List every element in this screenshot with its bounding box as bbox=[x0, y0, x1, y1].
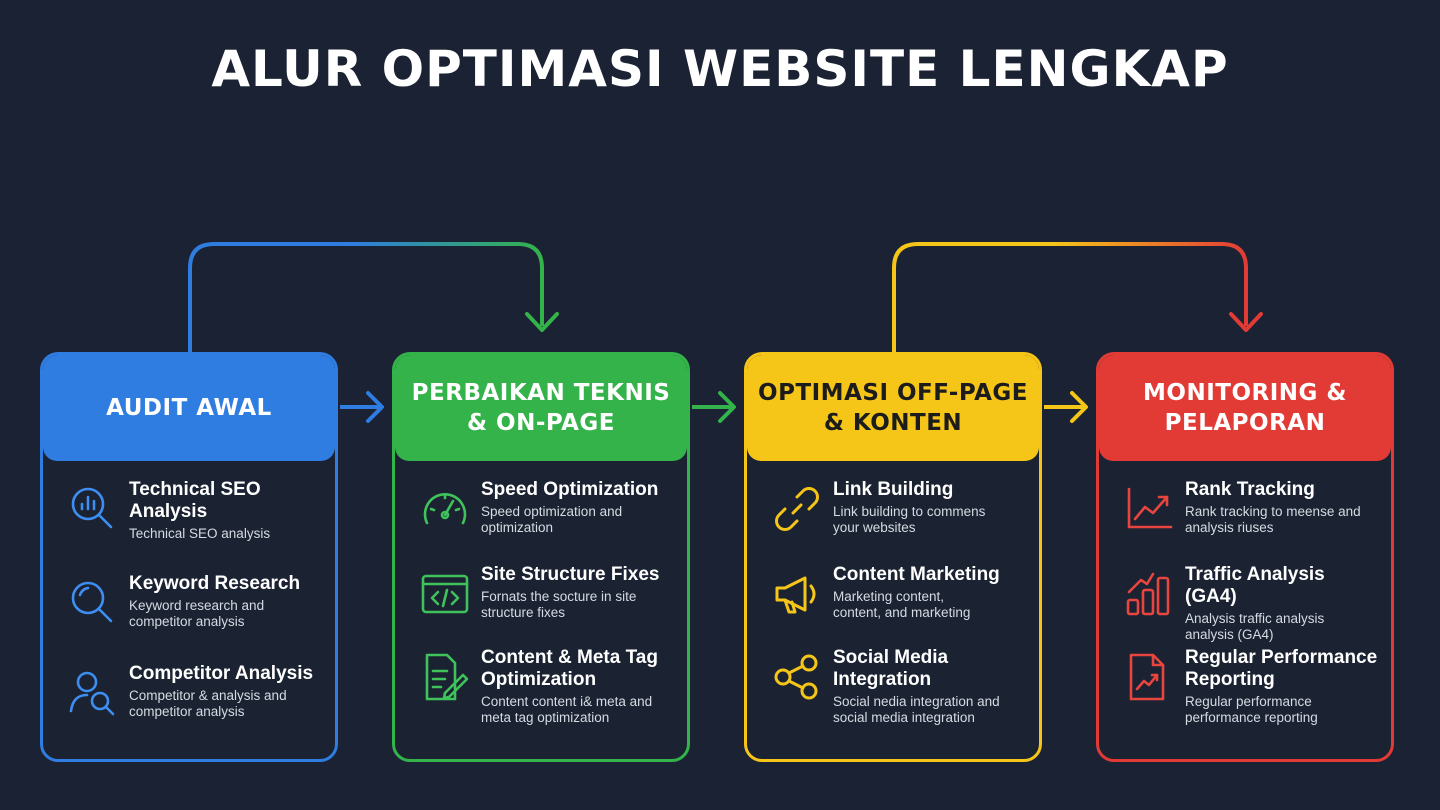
analysis-magnifier-icon bbox=[67, 483, 119, 535]
item-title: Content Marketing bbox=[833, 564, 1000, 585]
item-description: Analysis traffic analysis analysis (GA4) bbox=[1185, 611, 1325, 642]
item-description: Technical SEO analysis bbox=[129, 526, 271, 541]
list-item: Social Media Integration Social nedia in… bbox=[747, 647, 1039, 737]
item-title: Link Building bbox=[833, 479, 954, 500]
stage-heading: MONITORING & PELAPORAN bbox=[1099, 355, 1391, 461]
item-title: Rank Tracking bbox=[1185, 479, 1315, 500]
list-item: Regular Performance Reporting Regular pe… bbox=[1099, 647, 1391, 737]
loop-arrow-offpage-to-monitoring bbox=[892, 242, 1263, 352]
list-item: Traffic Analysis (GA4) Analysis traffic … bbox=[1099, 564, 1391, 654]
list-item: Competitor Analysis Competitor & analysi… bbox=[43, 663, 335, 753]
item-description: Content content i& meta and meta tag opt… bbox=[481, 694, 653, 725]
item-title: Traffic Analysis (GA4) bbox=[1185, 564, 1325, 607]
stage-card-monitoring: MONITORING & PELAPORAN Rank Tracking Ran… bbox=[1096, 352, 1394, 762]
stage-card-perbaikan-teknis: PERBAIKAN TEKNIS & ON-PAGE Speed Optimiz… bbox=[392, 352, 690, 762]
item-title: Content & Meta Tag Optimization bbox=[481, 647, 658, 690]
search-icon bbox=[67, 577, 119, 629]
share-icon bbox=[771, 651, 823, 703]
list-item: Content Marketing Marketing content, con… bbox=[747, 564, 1039, 654]
list-item: Site Structure Fixes Fornats the socture… bbox=[395, 564, 687, 654]
item-title: Technical SEO Analysis bbox=[129, 479, 261, 522]
list-item: Technical SEO Analysis Technical SEO ana… bbox=[43, 479, 335, 569]
stage-card-optimasi-off-page: OPTIMASI OFF-PAGE & KONTEN Link Building… bbox=[744, 352, 1042, 762]
item-title: Keyword Research bbox=[129, 573, 301, 594]
megaphone-icon bbox=[771, 568, 823, 620]
item-title: Site Structure Fixes bbox=[481, 564, 660, 585]
item-description: Speed optimization and optimization bbox=[481, 504, 623, 535]
stage-card-audit-awal: AUDIT AWAL Technical SEO Analysis Techni… bbox=[40, 352, 338, 762]
list-item: Link Building Link building to commens y… bbox=[747, 479, 1039, 569]
arrow-perbaikan-to-offpage bbox=[692, 391, 736, 423]
item-description: Rank tracking to meense and analysis riu… bbox=[1185, 504, 1361, 535]
link-icon bbox=[771, 483, 823, 535]
item-title: Social Media Integration bbox=[833, 647, 949, 690]
item-description: Fornats the socture in site structure fi… bbox=[481, 589, 637, 620]
item-description: Regular performance performance reportin… bbox=[1185, 694, 1318, 725]
speedometer-icon bbox=[419, 483, 471, 535]
diagram-title: ALUR OPTIMASI WEBSITE LENGKAP bbox=[211, 40, 1229, 98]
code-window-icon bbox=[419, 568, 471, 620]
trend-line-icon bbox=[1123, 483, 1175, 535]
item-description: Link building to commens your websites bbox=[833, 504, 986, 535]
item-title: Speed Optimization bbox=[481, 479, 659, 500]
item-description: Marketing content, content, and marketin… bbox=[833, 589, 971, 620]
item-description: Keyword research and competitor analysis bbox=[129, 598, 265, 629]
stage-heading: OPTIMASI OFF-PAGE & KONTEN bbox=[747, 355, 1039, 461]
user-search-icon bbox=[67, 667, 119, 719]
loop-arrow-audit-to-perbaikan bbox=[188, 242, 559, 352]
item-title: Competitor Analysis bbox=[129, 663, 314, 684]
bar-chart-icon bbox=[1123, 568, 1175, 620]
list-item: Rank Tracking Rank tracking to meense an… bbox=[1099, 479, 1391, 569]
item-description: Social nedia integration and social medi… bbox=[833, 694, 1000, 725]
arrow-offpage-to-monitoring bbox=[1044, 391, 1088, 423]
list-item: Content & Meta Tag Optimization Content … bbox=[395, 647, 687, 737]
document-edit-icon bbox=[419, 651, 471, 703]
list-item: Keyword Research Keyword research and co… bbox=[43, 573, 335, 663]
item-description: Competitor & analysis and competitor ana… bbox=[129, 688, 287, 719]
stage-heading: PERBAIKAN TEKNIS & ON-PAGE bbox=[395, 355, 687, 461]
stage-heading: AUDIT AWAL bbox=[43, 355, 335, 461]
item-title: Regular Performance Reporting bbox=[1185, 647, 1378, 690]
report-icon bbox=[1123, 651, 1175, 703]
list-item: Speed Optimization Speed optimization an… bbox=[395, 479, 687, 569]
arrow-audit-to-perbaikan bbox=[340, 391, 384, 423]
